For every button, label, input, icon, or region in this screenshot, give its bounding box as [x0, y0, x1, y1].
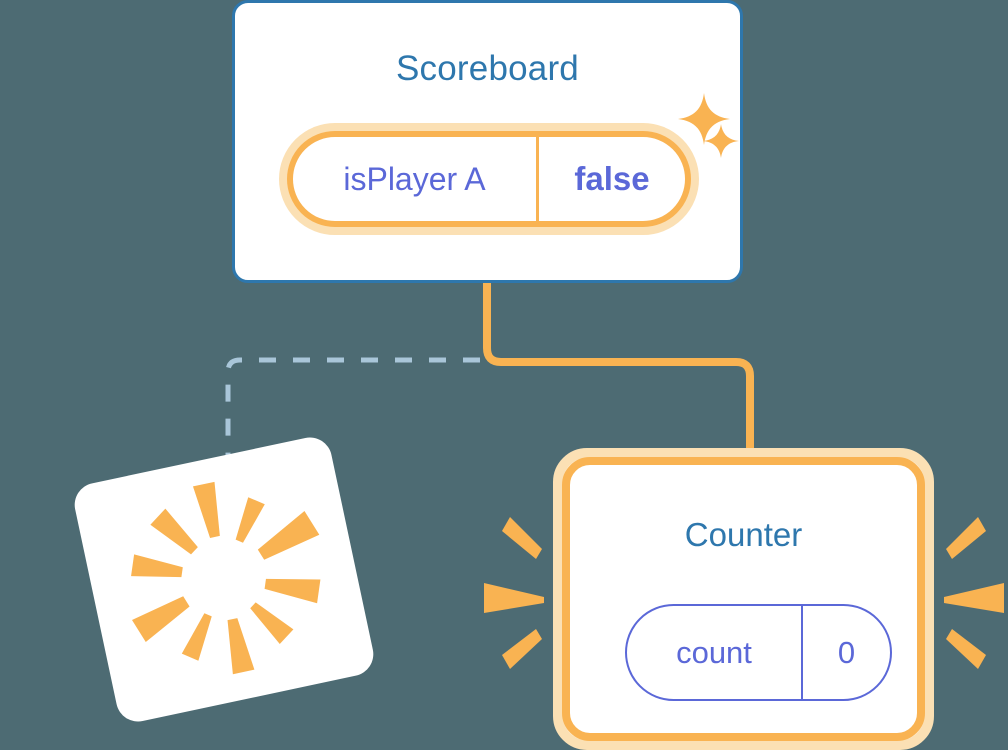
scoreboard-state-key: isPlayer A: [343, 160, 486, 197]
burst-ray: [131, 554, 183, 578]
scoreboard-state-value: false: [574, 160, 650, 197]
burst-ray: [192, 481, 220, 538]
counter-ray: [946, 517, 986, 559]
burst-ray: [235, 497, 265, 543]
scoreboard-pill-divider: [536, 137, 539, 221]
scoreboard-card[interactable]: Scoreboard isPlayer A false: [232, 0, 743, 283]
burst-ray: [250, 602, 294, 644]
counter-card-halo: Counter count 0: [553, 448, 934, 750]
burst-rays-group: [131, 481, 321, 675]
counter-ray: [944, 583, 1004, 613]
burst-ray: [257, 511, 320, 560]
sparkle-large-icon: [678, 93, 730, 145]
blank-card[interactable]: [70, 433, 378, 726]
counter-title: Counter: [684, 516, 803, 553]
counter-ray: [484, 583, 544, 613]
burst-ray: [131, 596, 190, 643]
scoreboard-title: Scoreboard: [396, 49, 579, 88]
burst-ray: [264, 578, 321, 604]
counter-state-value: 0: [837, 634, 856, 670]
burst-ray: [227, 618, 255, 675]
counter-left-rays: [484, 517, 544, 669]
counter-ray: [946, 629, 986, 669]
counter-right-rays: [944, 517, 1004, 669]
scoreboard-state-pill[interactable]: isPlayer A false: [287, 131, 691, 227]
counter-ray: [502, 517, 542, 559]
counter-ray: [502, 629, 542, 669]
counter-pill-divider: [801, 606, 803, 699]
counter-state-pill[interactable]: count 0: [625, 604, 892, 701]
burst-ray: [150, 508, 198, 555]
solid-connector: [483, 283, 754, 455]
scoreboard-state-pill-halo: isPlayer A false: [279, 123, 699, 235]
burst-ray: [181, 613, 212, 661]
sparkle-small-icon: [703, 124, 739, 158]
counter-state-key: count: [676, 634, 752, 670]
counter-card[interactable]: Counter count 0: [562, 457, 925, 741]
